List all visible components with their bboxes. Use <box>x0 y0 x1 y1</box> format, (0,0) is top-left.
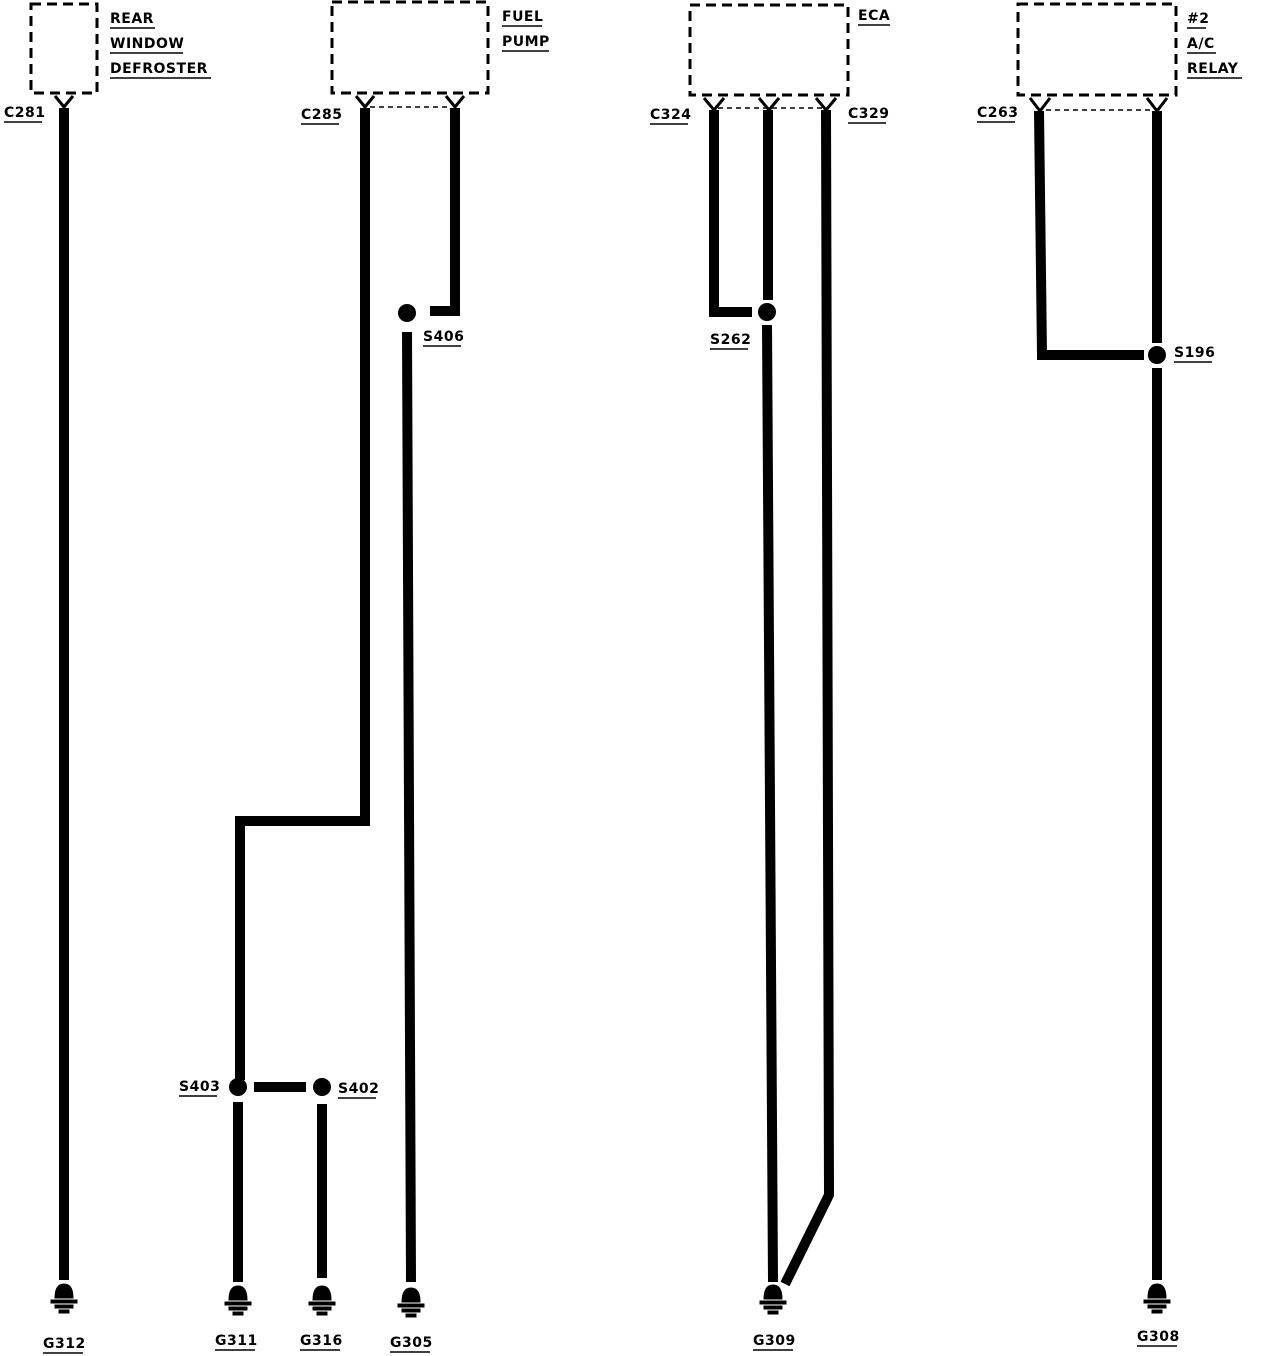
connector-label-c324: C324 <box>650 107 692 123</box>
connector-pin <box>444 95 466 110</box>
ac-relay-label-1: #2 <box>1187 11 1209 27</box>
connector-pin <box>53 95 75 110</box>
splice-s196 <box>1148 346 1166 364</box>
connector-pin <box>1028 97 1052 114</box>
ground-label-g308: G308 <box>1137 1329 1180 1345</box>
fuel-pump-label-1: FUEL <box>502 9 543 25</box>
splice-label-s262: S262 <box>710 332 751 348</box>
ac-relay-label-2: A/C <box>1187 36 1215 52</box>
connector-label-c285: C285 <box>301 107 343 123</box>
ground-label-g305: G305 <box>390 1335 433 1351</box>
ground-label-g316: G316 <box>300 1333 343 1349</box>
splice-s402 <box>313 1078 331 1096</box>
fuel-pump-label-2: PUMP <box>502 34 550 50</box>
ground-label-g309: G309 <box>753 1333 796 1349</box>
splice-label-s402: S402 <box>338 1081 379 1097</box>
connector-pin <box>1145 97 1169 114</box>
fuel-pump-box <box>330 0 490 95</box>
ac-relay-box <box>1016 2 1178 97</box>
ground-icon-g309 <box>759 1284 787 1315</box>
wire-s262-g309 <box>762 324 778 1283</box>
rear-window-defroster-label-3: DEFROSTER <box>110 61 208 77</box>
splice-s406 <box>398 304 416 322</box>
splice-s403 <box>229 1078 247 1096</box>
ground-icon-g311 <box>224 1285 252 1316</box>
rear-window-defroster-box <box>29 2 99 95</box>
splice-label-s196: S196 <box>1174 345 1215 361</box>
splice-s262 <box>758 303 776 321</box>
connector-pin <box>354 95 376 110</box>
wire-eca-c324-s262 <box>709 110 752 317</box>
connector-label-c263: C263 <box>977 105 1019 121</box>
ground-label-g312: G312 <box>43 1336 86 1352</box>
connector-label-c329: C329 <box>848 106 890 122</box>
rear-window-defroster-label-2: WINDOW <box>110 36 184 52</box>
ground-icon-g308 <box>1143 1283 1171 1314</box>
ground-icon-g312 <box>50 1283 78 1314</box>
wire-eca-c329-g309 <box>780 109 835 1287</box>
eca-label: ECA <box>858 8 890 24</box>
ac-relay-label-3: RELAY <box>1187 61 1239 77</box>
eca-box <box>688 3 850 97</box>
wire-s406-g305 <box>402 331 416 1283</box>
wire-fuel-pump-s403 <box>235 108 370 1080</box>
ground-icon-g305 <box>397 1287 425 1318</box>
connector-label-c281: C281 <box>4 105 46 121</box>
wire-ac-relay-s196 <box>1034 110 1144 360</box>
wire-fuel-pump-s406 <box>430 108 460 316</box>
rear-window-defroster-label-1: REAR <box>110 11 154 27</box>
splice-label-s403: S403 <box>179 1079 220 1095</box>
ground-label-g311: G311 <box>215 1333 258 1349</box>
ground-icon-g316 <box>308 1285 336 1316</box>
splice-label-s406: S406 <box>423 329 464 345</box>
